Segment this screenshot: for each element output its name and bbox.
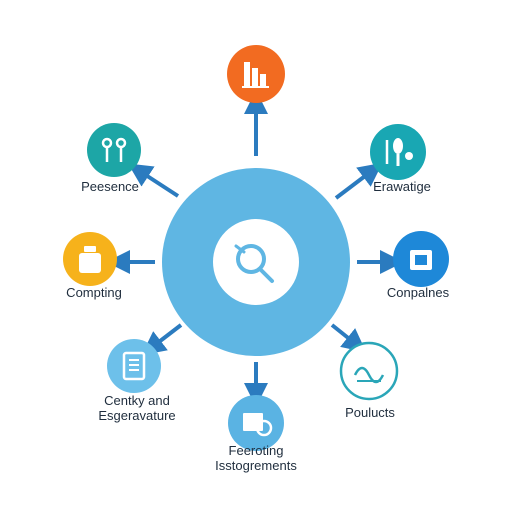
- spoon-tools-icon: [385, 138, 413, 166]
- node-left: [63, 232, 117, 286]
- label-bottom-right: Poulucts: [345, 405, 395, 420]
- magnifier-pair-icon: [101, 137, 127, 162]
- node-top-left: [87, 123, 141, 177]
- node-top-right: [370, 124, 426, 180]
- arrow-top-right: [334, 162, 383, 200]
- node-bottom-right: [339, 341, 399, 401]
- document-icon: [122, 351, 146, 381]
- search-icon: [234, 244, 274, 283]
- arrow-bottom-left: [141, 323, 183, 356]
- products-icon: [353, 366, 385, 384]
- node-right: [393, 231, 449, 287]
- report-icon: [243, 413, 273, 437]
- jar-icon: [79, 246, 101, 273]
- arrow-bottom-right: [330, 323, 367, 353]
- label-top-right: Erawatige: [373, 179, 431, 194]
- label-bottom-left: Centky and Esgeravature: [98, 393, 176, 423]
- arrow-top-left: [127, 163, 180, 198]
- label-bottom: Feeroting Isstogrements: [215, 443, 297, 473]
- node-bottom: [228, 395, 284, 451]
- bar-chart-icon: [242, 62, 269, 88]
- hub-node: [162, 168, 350, 356]
- label-left: Compting: [66, 285, 122, 300]
- node-top: [227, 45, 285, 103]
- box-icon: [410, 250, 432, 270]
- node-bottom-left: [107, 339, 161, 393]
- label-top-left: Peesence: [81, 179, 139, 194]
- label-right: Conpalnes: [386, 285, 450, 300]
